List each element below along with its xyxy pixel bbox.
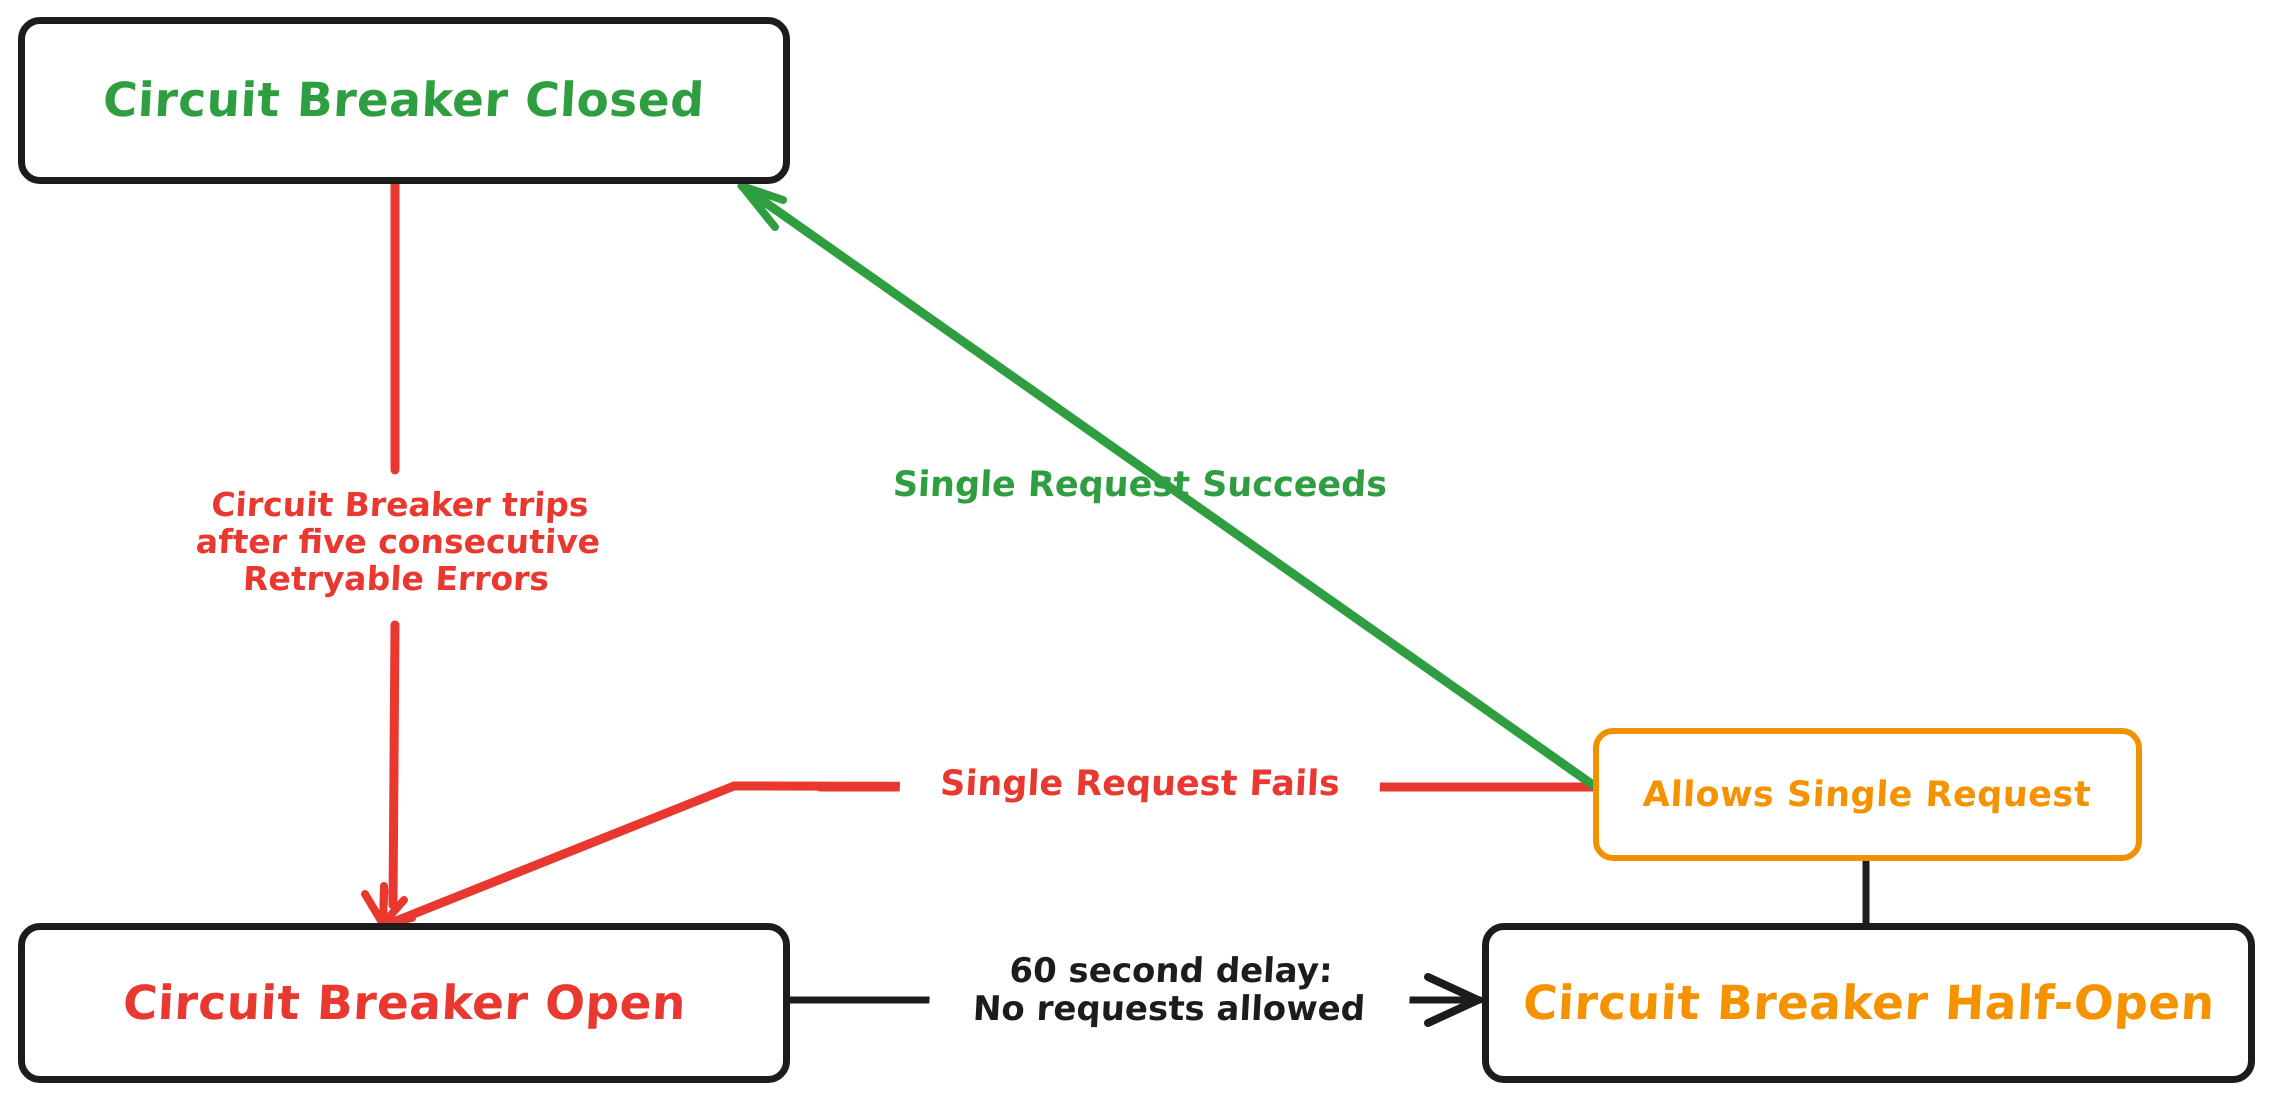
node-allows-single-request-label: Allows Single Request xyxy=(1642,774,2093,815)
edge-label-single-request-fails: Single Request Fails xyxy=(898,764,1382,805)
node-allows-single-request[interactable]: Allows Single Request xyxy=(1593,728,2142,861)
edge-allows-to-open xyxy=(381,781,1598,930)
edge-label-sixty-second-delay: 60 second delay: No requests allowed xyxy=(928,951,1412,1029)
edge-label-circuit-breaker-trips: Circuit Breaker trips after five consecu… xyxy=(194,485,602,598)
node-circuit-breaker-closed[interactable]: Circuit Breaker Closed xyxy=(18,17,790,184)
edge-allows-to-closed xyxy=(737,181,1598,790)
node-open-label: Circuit Breaker Open xyxy=(121,975,687,1031)
node-circuit-breaker-half-open[interactable]: Circuit Breaker Half-Open xyxy=(1482,923,2255,1083)
edge-label-single-request-succeeds: Single Request Succeeds xyxy=(891,465,1389,505)
node-half-open-label: Circuit Breaker Half-Open xyxy=(1521,975,2216,1031)
node-circuit-breaker-open[interactable]: Circuit Breaker Open xyxy=(18,923,790,1083)
node-closed-label: Circuit Breaker Closed xyxy=(101,73,707,128)
